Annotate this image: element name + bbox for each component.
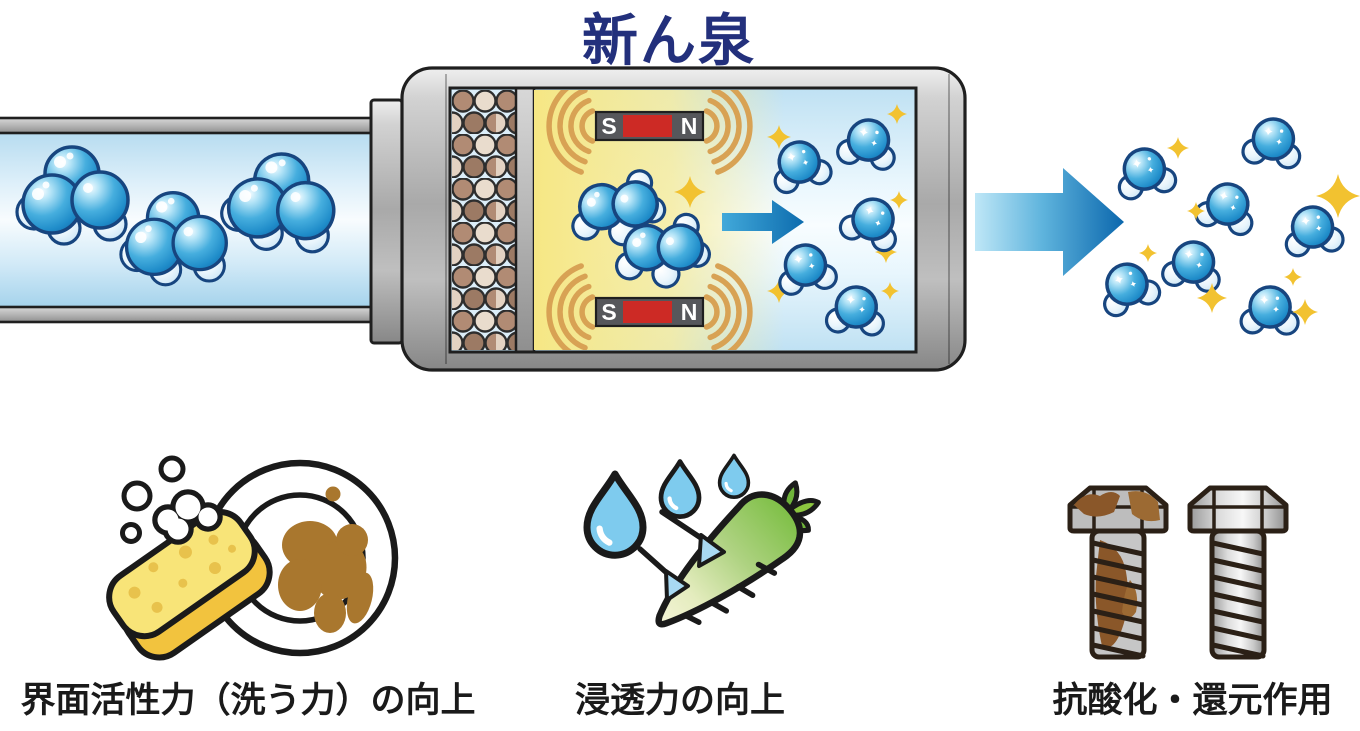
shell-cap-lines [445,74,950,364]
chamber-border [448,86,918,354]
rusty-bolt [1067,485,1169,660]
rusty-vs-clean-bolt-icon [1067,485,1289,660]
sponge [106,508,273,661]
soap-foam [152,489,223,545]
inlet-pipe [0,116,404,324]
magnetic-chamber: S N S N [534,90,908,350]
magnet-bottom: S N [594,296,705,328]
clean-bolt [1187,485,1289,660]
pipe-flange [369,98,404,345]
water-drops-radish-icon [587,453,821,628]
magnet-south-label: S [601,299,616,325]
magnet-south-label: S [601,113,616,139]
water-drop [661,462,699,517]
magnet-north-label: N [681,299,698,325]
magnetic-wave-arcs [546,90,753,350]
pipe-wall-bottom [0,305,404,324]
radish-ridges [683,561,778,625]
benefit-label-penetration: 浸透力の向上 [574,681,785,720]
magnet-red-core [623,115,672,137]
sponge-dirty-dish-icon [106,455,399,661]
magnet-top: S N [594,110,705,142]
soap-bubbles [120,455,186,544]
water-drop [717,453,751,499]
flow-arrow-small [722,200,804,244]
benefit-label-antioxidant: 抗酸化・還元作用 [1052,681,1333,720]
stain [278,486,374,633]
benefit-label-surfactant: 界面活性力（洗う力）の向上 [20,681,476,720]
magnet-red-core [623,301,672,323]
water-drop [587,474,643,555]
page-title: 新ん泉 [582,9,756,72]
penetration-arrows [637,509,726,602]
ceramic-ball-section [452,90,516,350]
pipe-wall-top [0,116,404,135]
magnet-north-label: N [681,113,698,139]
chamber-divider [514,86,536,354]
flow-arrow-large [975,168,1124,276]
